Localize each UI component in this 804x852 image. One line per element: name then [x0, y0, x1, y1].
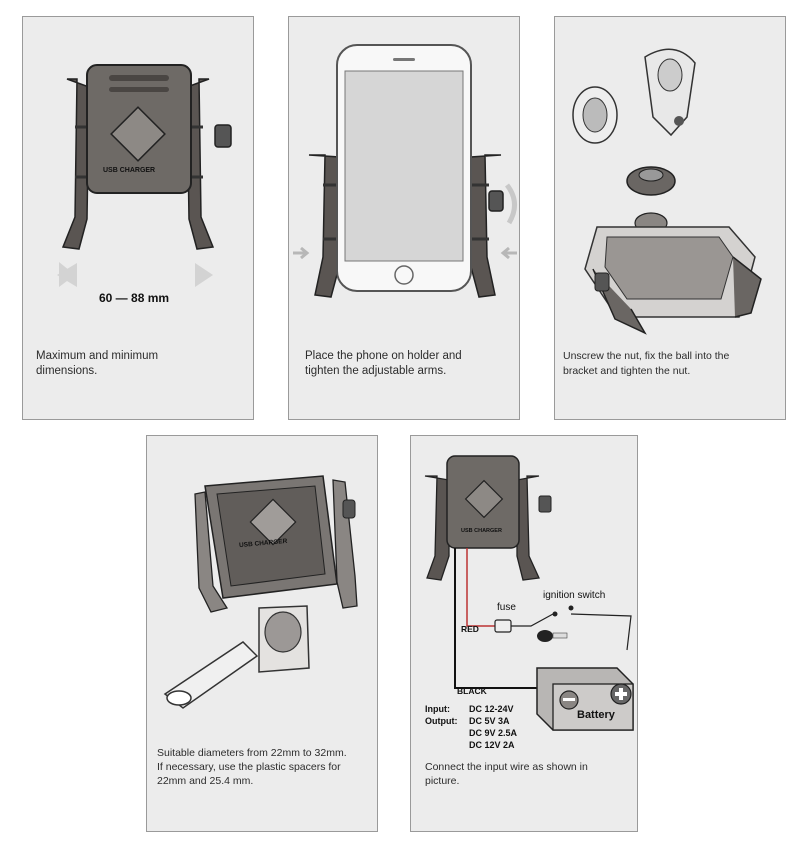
red-wire-label: RED	[461, 624, 479, 634]
exploded-mount-illustration	[572, 48, 762, 335]
panel-caption: Suitable diameters from 22mm to 32mm. If…	[157, 747, 347, 787]
panel-mount-ball: Unscrew the nut, fix the ball into the b…	[554, 16, 786, 420]
output-value-2: DC 9V 2.5A	[469, 728, 518, 738]
dimension-label: 60 — 88 mm	[99, 291, 170, 305]
phone-in-holder-illustration	[293, 44, 517, 298]
holder-mirror-mount-illustration	[163, 475, 358, 709]
panel-place-phone: Place the phone on holder and tighten th…	[288, 16, 520, 420]
black-wire-label: BLACK	[457, 686, 487, 696]
input-value: DC 12-24V	[469, 704, 514, 714]
wiring-diagram-illustration	[424, 455, 634, 731]
usb-charger-label: USB CHARGER	[103, 167, 156, 174]
panel-caption: Maximum and minimum dimensions.	[36, 350, 159, 377]
usb-charger-label: USB CHARGER	[461, 528, 502, 534]
battery-label: Battery	[577, 709, 615, 721]
output-key: Output:	[425, 716, 458, 726]
panel-caption: Place the phone on holder and tighten th…	[305, 350, 462, 377]
panel-caption: Unscrew the nut, fix the ball into the b…	[563, 350, 730, 377]
panel-dimensions: USB CHARGER 60 — 88 mm Maximum and minim…	[22, 16, 254, 420]
input-key: Input:	[425, 704, 450, 714]
holder-front-illustration	[57, 64, 232, 287]
output-value-1: DC 5V 3A	[469, 716, 510, 726]
panel-caption: Connect the input wire as shown in pictu…	[425, 761, 588, 787]
ignition-switch-label: ignition switch	[543, 590, 606, 601]
panel-diameters: USB CHARGER Suitable diameters from 22mm…	[146, 435, 378, 832]
output-value-3: DC 12V 2A	[469, 740, 515, 750]
fuse-label: fuse	[497, 602, 516, 613]
panel-wiring: USB CHARGER fuse ignition switch RED BLA…	[410, 435, 638, 832]
